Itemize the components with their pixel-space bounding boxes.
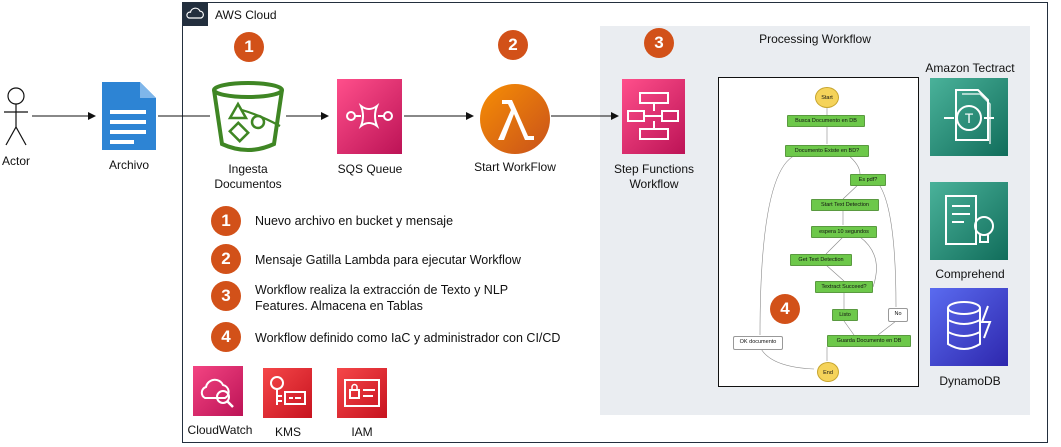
wf-documento-existe: Documento Existe en BD? — [785, 145, 869, 157]
cloudwatch-icon — [193, 366, 243, 416]
legend-badge-1: 1 — [211, 206, 241, 236]
wf-guarda-documento: Guarda Documento en DB — [827, 335, 911, 347]
step-badge-2: 2 — [498, 30, 528, 60]
ingesta-label-line2: Documentos — [214, 177, 282, 191]
lambda-icon — [480, 84, 550, 154]
legend-text-2: Mensaje Gatilla Lambda para ejecutar Wor… — [255, 253, 521, 267]
file-label: Archivo — [108, 158, 149, 172]
step-badge-1: 1 — [234, 32, 264, 62]
legend-badge-3: 3 — [211, 281, 241, 311]
workflow-graph-edges — [759, 107, 897, 370]
wf-start: Start — [815, 87, 839, 108]
sqs-queue-icon — [337, 79, 402, 154]
wf-textract-succeed: Textract Succeed? — [815, 281, 873, 293]
wf-no: No — [888, 308, 908, 322]
step-functions-icon — [622, 79, 685, 154]
wf-ok-documento: OK documento — [733, 336, 783, 350]
s3-bucket-icon — [212, 81, 284, 152]
actor-icon — [4, 87, 28, 146]
iam-icon — [337, 368, 387, 418]
textract-label: Amazon Tectract — [925, 61, 1015, 75]
step-badge-4: 4 — [770, 294, 800, 324]
step-badge-3: 3 — [644, 28, 674, 58]
kms-label: KMS — [274, 425, 301, 439]
legend-text-3: Workflow realiza la extracción de Texto … — [255, 282, 508, 314]
lambda-label: Start WorkFlow — [474, 160, 556, 174]
legend-badge-4: 4 — [211, 322, 241, 352]
cloudwatch-label: CloudWatch — [187, 423, 253, 437]
legend-text-3-line1: Workflow realiza la extracción de Texto … — [255, 283, 509, 297]
comprehend-label: Comprehend — [935, 267, 1005, 281]
aws-cloud-title: AWS Cloud — [215, 8, 277, 22]
wf-listo: Listo — [832, 309, 858, 321]
legend-text-3-line2: Features. Almacena en Tablas — [255, 299, 423, 313]
legend-badge-2: 2 — [211, 244, 241, 274]
actor-label: Actor — [1, 154, 30, 168]
dynamodb-icon — [930, 288, 1008, 366]
kms-icon — [263, 368, 312, 418]
wf-es-pdf: Es pdf? — [850, 174, 886, 186]
document-file-icon — [102, 82, 156, 150]
wf-espera: espera 10 segundos — [811, 226, 877, 238]
iam-label: IAM — [351, 425, 373, 439]
wf-get-text-detection: Get Text Detection — [790, 254, 852, 266]
stepfunctions-label: Step Functions Workflow — [606, 162, 702, 192]
textract-icon: T — [930, 78, 1008, 156]
legend-text-4: Workflow definido como IaC y administrad… — [255, 331, 561, 345]
processing-workflow-title: Processing Workflow — [759, 32, 871, 46]
stepfunctions-label-line1: Step Functions — [613, 162, 695, 176]
sqs-label: SQS Queue — [337, 162, 403, 176]
ingesta-label-line1: Ingesta — [228, 162, 268, 176]
svg-text:T: T — [965, 110, 974, 126]
aws-cloud-icon — [182, 2, 208, 26]
comprehend-icon — [930, 182, 1008, 260]
wf-start-text-detection: Start Text Detection — [811, 199, 879, 211]
wf-end: End — [817, 362, 839, 382]
stepfunctions-label-line2: Workflow — [629, 177, 679, 191]
ingesta-label: Ingesta Documentos — [198, 162, 298, 192]
legend-text-1: Nuevo archivo en bucket y mensaje — [255, 214, 454, 228]
wf-busca-documento: Busca Documento en DB — [787, 115, 865, 127]
dynamodb-label: DynamoDB — [939, 374, 1001, 388]
aws-cloud-group — [182, 2, 1048, 443]
